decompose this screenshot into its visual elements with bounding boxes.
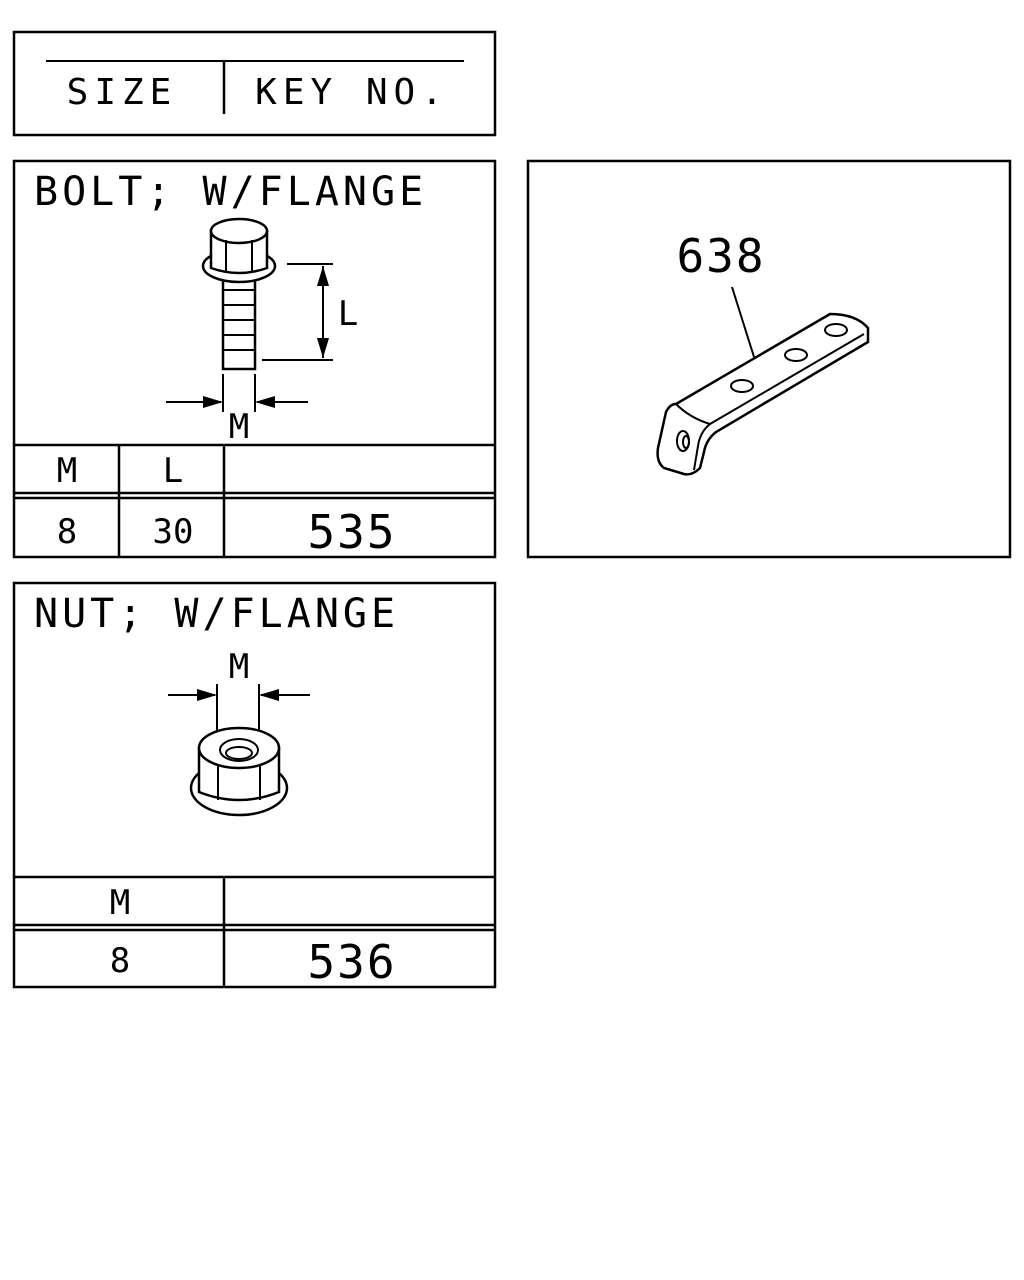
nut-header-m: M [110, 883, 130, 923]
bolt-panel: BOLT; W/FLANGE L [12, 159, 497, 559]
bolt-shank [221, 272, 257, 371]
bolt-value-m: 8 [57, 512, 77, 552]
bolt-dim-diameter-label: M [229, 407, 249, 447]
nut-key-no: 536 [307, 935, 396, 989]
nut-panel: NUT; W/FLANGE M M [12, 581, 497, 989]
bracket-panel: 638 [526, 159, 1012, 559]
bracket-drawing [656, 312, 870, 476]
legend-key-label: KEY NO. [255, 72, 449, 113]
bolt-header-l: L [163, 451, 183, 491]
legend-frame [12, 30, 497, 137]
bracket-callout: 638 [676, 229, 765, 283]
bolt-key-no: 535 [307, 505, 396, 559]
nut-value-m: 8 [110, 941, 130, 981]
bolt-drawing: L M [166, 217, 358, 447]
bolt-value-l: 30 [153, 512, 194, 552]
legend-size-label: SIZE [67, 72, 178, 113]
nut-table: M 8 536 [14, 875, 495, 989]
nut-title: NUT; W/FLANGE [34, 591, 399, 637]
bolt-frame [12, 159, 497, 559]
bracket-leader-line [731, 286, 755, 358]
bolt-header-m: M [57, 451, 77, 491]
nut-frame [12, 581, 497, 989]
bolt-title: BOLT; W/FLANGE [34, 169, 427, 215]
nut-dim-diameter-label: M [229, 647, 249, 687]
nut-bore [219, 738, 259, 762]
legend-box: SIZE KEY NO. [12, 30, 497, 137]
bolt-table: M L 8 30 535 [14, 443, 495, 559]
nut-drawing: M [168, 647, 310, 817]
bolt-dim-length-label: L [338, 294, 358, 334]
bracket-frame [526, 159, 1012, 559]
